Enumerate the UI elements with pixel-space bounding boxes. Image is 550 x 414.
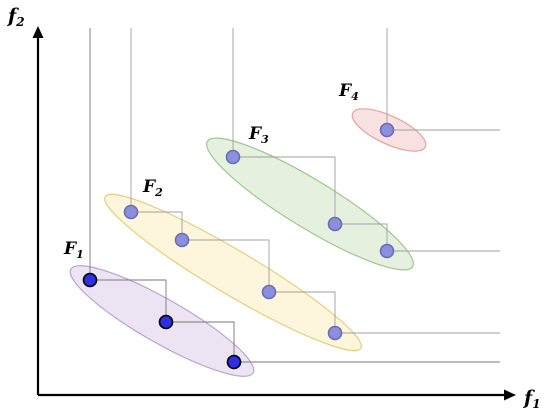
- front-2-ellipse: [104, 193, 362, 352]
- front-1-point-1: [82, 272, 98, 288]
- front-1-label: F1: [63, 239, 84, 261]
- front-2-point-4: [327, 325, 343, 341]
- front-ellipses: [69, 108, 427, 377]
- front-2-point-2: [174, 232, 190, 248]
- x-axis-arrowhead: [504, 389, 516, 401]
- axes: f1 f2: [6, 5, 541, 411]
- front-3-point-1: [225, 149, 241, 165]
- front-3-point-3: [379, 243, 395, 259]
- front-4-dominance-line: [386, 28, 500, 131]
- front-2-point-3: [261, 284, 277, 300]
- front-3-label: F3: [248, 124, 269, 146]
- front-1-point-2: [158, 314, 174, 330]
- front-points: [82, 122, 395, 370]
- front-labels: F1 F2 F3 F4: [63, 81, 359, 261]
- front-1-point-3: [226, 354, 242, 370]
- y-axis-label: f2: [6, 5, 25, 29]
- front-2-label: F2: [142, 177, 163, 199]
- front-3-point-2: [327, 216, 343, 232]
- x-axis-label: f1: [522, 387, 541, 411]
- front-4-point-1: [379, 122, 395, 138]
- front-2-point-1: [123, 204, 139, 220]
- front-4-label: F4: [338, 81, 359, 103]
- fronts-layer: F1 F2 F3 F4: [63, 28, 500, 377]
- y-axis-arrowhead: [32, 26, 44, 38]
- front-2-dominance-line: [130, 28, 500, 334]
- front-3-ellipse: [206, 137, 414, 271]
